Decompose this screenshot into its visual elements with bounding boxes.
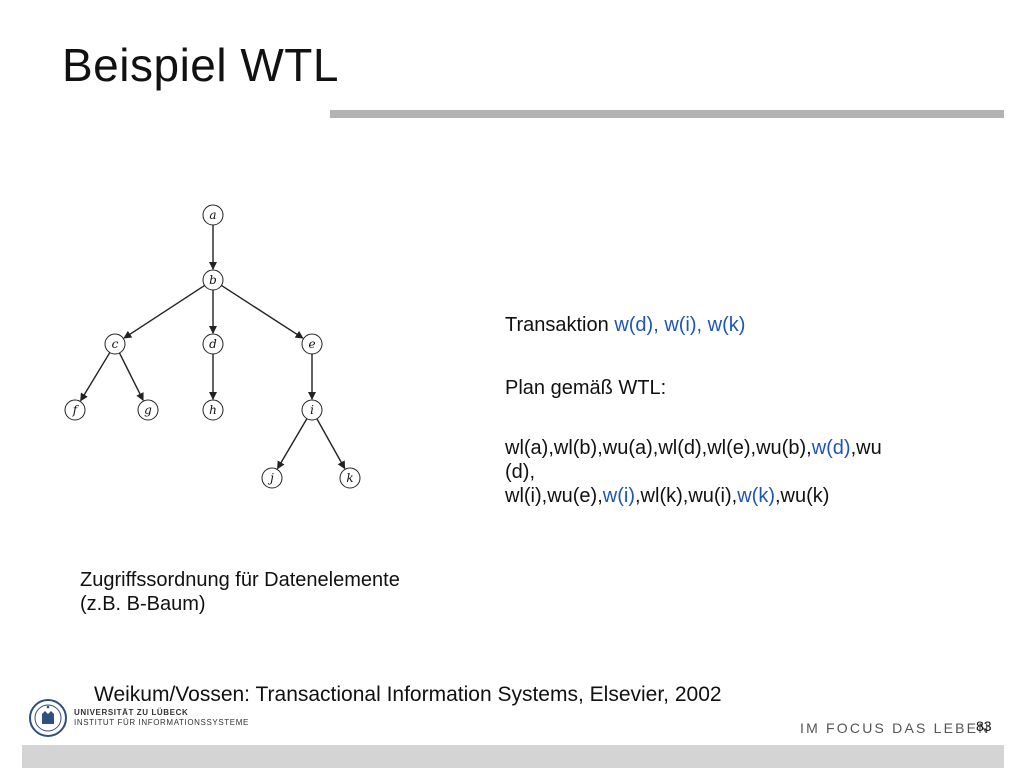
tree-edge-i-j <box>276 418 308 470</box>
tree-edge-c-f <box>80 352 111 402</box>
university-name: UNIVERSITÄT ZU LÜBECK <box>74 708 189 717</box>
schedule-segment: ,wl(k),wu(i), <box>635 485 738 507</box>
tree-node-circle <box>202 333 224 355</box>
transaction-line: Transaktion w(d), w(i), w(k) <box>505 313 745 337</box>
schedule-highlighted-op: w(k) <box>737 485 775 507</box>
tree-node-label: d <box>209 337 217 351</box>
tree-node-label: f <box>72 403 80 417</box>
slide-title: Beispiel WTL <box>62 39 339 91</box>
tree-node-circle <box>301 399 323 421</box>
tree-node-circle <box>339 467 361 489</box>
tree-node-circle <box>202 399 224 421</box>
caption-line: (z.B. B-Baum) <box>80 593 206 615</box>
schedule-segment: ,wu(k) <box>774 485 830 507</box>
tree-node-circle <box>202 204 224 226</box>
tree-edge-b-c <box>123 284 206 339</box>
schedule-segment: (d), <box>505 461 535 483</box>
schedule-segment: ,wu <box>850 437 882 459</box>
tree-node-label: b <box>209 273 217 287</box>
footer-bar <box>22 745 1004 768</box>
tree-node-circle <box>202 269 224 291</box>
tree-node-f: f <box>64 399 86 421</box>
tree-edge-b-e <box>221 284 304 339</box>
tree-node-label: e <box>308 337 315 351</box>
tree-node-a: a <box>202 204 224 226</box>
tree-node-circle <box>301 333 323 355</box>
schedule-segment: wl(a),wl(b),wu(a),wl(d),wl(e),wu(b), <box>505 437 812 459</box>
tree-edges <box>80 225 346 470</box>
schedule-highlighted-op: w(d) <box>811 437 851 459</box>
tree-node-circle <box>137 399 159 421</box>
tree-edge-i-k <box>316 418 346 470</box>
tree-diagram: a b c d e f g h i j k <box>64 204 361 489</box>
schedule-line: wl(i),wu(e),w(i),wl(k),wu(i),w(k),wu(k) <box>505 484 882 508</box>
university-logo: UNIVERSITÄT ZU LÜBECK INSTITUT FÜR INFOR… <box>28 698 249 738</box>
university-wordmark: UNIVERSITÄT ZU LÜBECK INSTITUT FÜR INFOR… <box>74 708 249 728</box>
schedule-line: wl(a),wl(b),wu(a),wl(d),wl(e),wu(b),w(d)… <box>505 436 882 460</box>
tree-edge-c-g <box>118 352 144 402</box>
tree-node-g: g <box>137 399 159 421</box>
schedule-block: wl(a),wl(b),wu(a),wl(d),wl(e),wu(b),w(d)… <box>505 436 882 508</box>
tree-node-c: c <box>104 333 126 355</box>
university-seal-icon <box>29 699 67 737</box>
tree-caption: Zugriffssordnung für Datenelemente (z.B.… <box>80 568 400 616</box>
tree-node-i: i <box>301 399 323 421</box>
schedule-segment: wl(i),wu(e), <box>505 485 603 507</box>
tree-node-h: h <box>202 399 224 421</box>
tree-node-b: b <box>202 269 224 291</box>
title-divider <box>330 110 1004 118</box>
tree-node-label: i <box>310 403 314 417</box>
transaction-operations: w(d), w(i), w(k) <box>614 314 746 336</box>
tree-node-label: k <box>346 471 353 485</box>
tree-node-label: g <box>144 403 152 417</box>
tree-node-label: j <box>267 471 274 485</box>
tree-node-j: j <box>261 467 283 489</box>
transaction-label: Transaktion <box>505 314 615 336</box>
page-number: 83 <box>976 718 992 734</box>
schedule-line: (d), <box>505 460 882 484</box>
tree-node-label: h <box>209 403 217 417</box>
caption-line: Zugriffssordnung für Datenelemente <box>80 569 400 591</box>
tree-node-circle <box>64 399 86 421</box>
tree-nodes: a b c d e f g h i j k <box>64 204 361 489</box>
tree-node-circle <box>104 333 126 355</box>
tree-node-circle <box>261 467 283 489</box>
tree-node-d: d <box>202 333 224 355</box>
schedule-highlighted-op: w(i) <box>602 485 635 507</box>
source-citation: Weikum/Vossen: Transactional Information… <box>94 683 722 706</box>
institute-name: INSTITUT FÜR INFORMATIONSSYSTEME <box>74 718 249 727</box>
tree-node-label: c <box>112 337 119 351</box>
tree-node-e: e <box>301 333 323 355</box>
tree-node-label: a <box>209 208 216 222</box>
tree-node-k: k <box>339 467 361 489</box>
slogan: IM FOCUS DAS LEBEN <box>800 720 991 736</box>
plan-label: Plan gemäß WTL: <box>505 377 667 399</box>
